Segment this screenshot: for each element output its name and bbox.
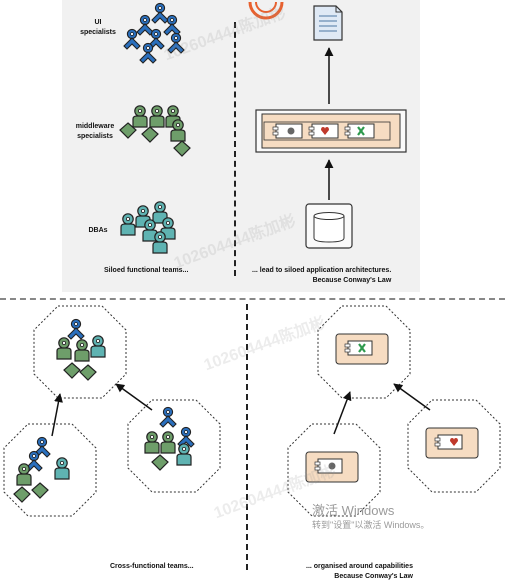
person-icon — [136, 14, 154, 36]
component-icon — [272, 123, 303, 139]
person-icon — [149, 105, 165, 128]
arrow-icon — [51, 393, 63, 437]
heart-icon — [450, 438, 458, 446]
caption-organised-capabilities: ... organised around capabilities Becaus… — [306, 563, 413, 580]
role-label-dba: DBAs — [88, 227, 108, 234]
arrow-icon — [393, 383, 431, 411]
person-icon — [151, 2, 169, 24]
caption-siloed-architecture: ... lead to siloed application architect… — [252, 267, 392, 284]
component-icon — [344, 123, 375, 139]
capability-octagon-right — [407, 399, 501, 493]
capability-octagon-left — [287, 423, 381, 517]
windows-activation-subtitle: 转到"设置"以激活 Windows。 — [312, 520, 430, 530]
caption-cross-functional: Cross-functional teams... — [110, 563, 194, 570]
cross-icon — [357, 126, 365, 136]
database-icon — [305, 203, 353, 249]
person-icon — [120, 213, 136, 236]
team-octagon-top — [33, 305, 127, 399]
component-icon — [308, 123, 339, 139]
orange-ring-icon — [248, 1, 284, 20]
cross-icon — [358, 343, 366, 353]
arrow-icon — [115, 383, 153, 411]
document-icon — [313, 5, 343, 41]
bottom-divider — [246, 304, 248, 570]
heart-icon — [321, 127, 329, 135]
leaf-icon — [173, 140, 191, 157]
dba-group — [120, 201, 176, 254]
capability-octagon-top — [317, 305, 411, 399]
leaf-icon — [141, 126, 159, 143]
caption-siloed-teams: Siloed functional teams... — [104, 267, 189, 274]
horizontal-divider — [0, 298, 505, 300]
person-icon — [170, 119, 186, 142]
top-divider — [234, 22, 236, 276]
person-icon — [152, 231, 168, 254]
windows-activation-title: 激活 Windows — [312, 503, 395, 518]
middleware-specialists-group — [119, 105, 191, 157]
person-icon — [132, 105, 148, 128]
team-octagon-right — [127, 399, 221, 493]
arrow-icon — [333, 391, 352, 435]
team-octagon-left — [3, 423, 97, 517]
siloed-application — [255, 109, 407, 153]
role-label-ui: UI specialists — [80, 19, 116, 36]
role-label-middleware: middleware specialists — [75, 123, 115, 140]
